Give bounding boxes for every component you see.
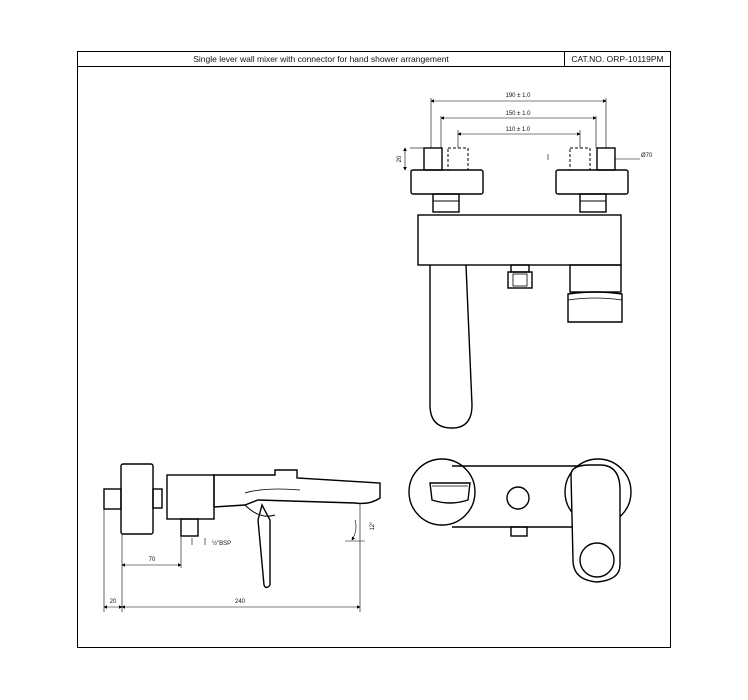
left-neck [432,193,460,213]
dim-110: 110 ± 1.0 [506,127,531,133]
side-flange [120,463,154,535]
right-inlet-stud [596,147,616,171]
left-flange [410,169,484,195]
dim-bsp: ½"BSP [212,540,231,547]
diverter-nut [510,264,530,273]
plan-lever [570,464,621,583]
diverter-knob [507,271,533,289]
dim-190: 190 ± 1.0 [506,93,532,99]
dim-150: 150 ± 1.0 [506,111,532,117]
front-view-dimensions [403,98,640,171]
side-view [103,463,381,589]
hose-connector [567,291,623,323]
side-neck [152,488,163,509]
dim-angle: 12° [370,521,376,531]
mixer-body [417,214,622,266]
side-inlet-stud [103,488,122,510]
plan-view [408,458,632,583]
plan-lever-tip [579,542,615,578]
dim-20: 20 [110,599,117,605]
dim-diameter-70: Ø70 [641,153,653,159]
plan-left-flange [408,458,476,526]
drawing-sheet: Single lever wall mixer with connector f… [77,51,671,648]
dim-240: 240 [235,599,246,605]
side-spout [213,469,381,508]
right-neck [579,193,607,213]
plan-body-outline [460,466,575,527]
plan-diverter-nut [510,526,528,537]
shower-outlet [569,264,622,293]
right-inlet-hidden [569,147,591,171]
side-diverter-nut [180,518,199,537]
catalog-number: CAT.NO. ORP-10119PM [571,54,664,64]
plan-shower-outlet [429,482,471,504]
right-flange [555,169,629,195]
front-view [410,147,629,429]
title-block: Single lever wall mixer with connector f… [78,52,670,67]
lever-handle [429,264,473,429]
dim-70: 70 [149,557,156,563]
dim-20-height: 20 [397,155,403,162]
plan-diverter [506,486,530,510]
side-body [166,474,215,520]
side-lever [257,503,271,589]
product-description: Single lever wall mixer with connector f… [78,52,565,66]
left-inlet-stud [423,147,443,171]
side-view-dimensions [103,503,365,612]
left-inlet-hidden [447,147,469,171]
